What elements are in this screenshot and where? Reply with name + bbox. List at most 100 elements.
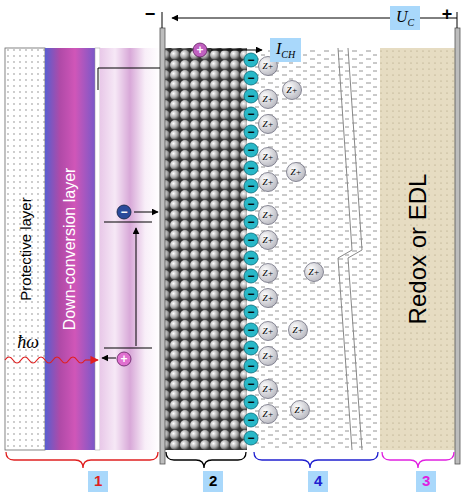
- charge-circle: [244, 251, 258, 265]
- surface-charge: −: [247, 377, 254, 391]
- cation: Z+: [292, 326, 303, 335]
- charge-circle: [244, 341, 258, 355]
- charge-circle: [259, 231, 278, 250]
- photon-energy: ħω: [17, 333, 39, 351]
- charge-circle: [259, 380, 278, 399]
- surface-charge: −: [247, 197, 254, 211]
- charge-circle: [244, 269, 258, 283]
- charge-circle: [259, 405, 278, 424]
- charge-circle: [287, 163, 306, 182]
- charge-circle: [244, 197, 258, 211]
- callout-number: 3: [416, 471, 436, 492]
- charge-circle: [193, 43, 207, 57]
- cation: Z+: [262, 211, 273, 220]
- charge-circle: [244, 71, 258, 85]
- charge-circle: [244, 233, 258, 247]
- current-label-box: ICH: [270, 38, 301, 62]
- surface-charge: −: [247, 269, 254, 283]
- charge-circle: [244, 107, 258, 121]
- cation: Z+: [262, 327, 273, 336]
- cation: Z+: [262, 62, 273, 71]
- cation: Z+: [290, 168, 301, 177]
- charge-circle: [259, 115, 278, 134]
- callout-number: 4: [308, 471, 328, 492]
- cation: Z+: [262, 294, 273, 303]
- layer-name: Protective layer: [17, 197, 34, 300]
- charge-circle: [259, 206, 278, 225]
- charge-circle: [244, 143, 258, 157]
- charge-circle: [244, 377, 258, 391]
- charge-circle: [305, 263, 324, 282]
- charge-circle: [259, 289, 278, 308]
- terminal-sign: +: [442, 4, 453, 25]
- surface-charge: −: [247, 233, 254, 247]
- charge-circle: [244, 215, 258, 229]
- protective-layer: Protective layer: [5, 48, 45, 450]
- charge-circle: [259, 264, 278, 283]
- surface-charge: −: [247, 287, 254, 301]
- cation: Z+: [262, 236, 273, 245]
- surface-charge: −: [247, 53, 254, 67]
- charge-circle: [117, 205, 131, 219]
- charge-circle: [244, 161, 258, 175]
- symbol-subscript: CH: [281, 49, 295, 60]
- cation: Z+: [262, 352, 273, 361]
- surface-charge: −: [247, 161, 254, 175]
- callout-number: 1: [88, 471, 108, 492]
- cation: Z+: [262, 95, 273, 104]
- callout-text: 3: [422, 472, 430, 489]
- charge-circle: [244, 395, 258, 409]
- cation: Z+: [262, 410, 273, 419]
- charge-circle: [244, 413, 258, 427]
- callout-text: 1: [94, 472, 102, 489]
- surface-charge: −: [247, 323, 254, 337]
- layer-name: Redox or EDL: [404, 174, 431, 325]
- charge-circle: [291, 401, 310, 420]
- charge-circle: [117, 352, 131, 366]
- charge-circle: [259, 90, 278, 109]
- electron-symbol: −: [120, 205, 127, 219]
- surface-charge: −: [247, 179, 254, 193]
- cation: Z+: [262, 269, 273, 278]
- charge-circle: [289, 321, 308, 340]
- surface-charge: −: [247, 359, 254, 373]
- cation: Z+: [262, 178, 273, 187]
- charge-circle: [244, 53, 258, 67]
- symbol-letter: U: [396, 8, 408, 25]
- charge-circle: [244, 179, 258, 193]
- surface-charge: −: [247, 89, 254, 103]
- cation: Z+: [262, 385, 273, 394]
- charge-circle: [244, 125, 258, 139]
- cation: Z+: [262, 153, 273, 162]
- surface-charge: −: [247, 71, 254, 85]
- charge-circle: [283, 81, 302, 100]
- charge-circle: [244, 431, 258, 445]
- surface-charge: −: [247, 215, 254, 229]
- charge-circle: [259, 173, 278, 192]
- charge-circle: [244, 305, 258, 319]
- layer-name: Down-conversion layer: [61, 168, 78, 331]
- callout-text: 2: [209, 472, 217, 489]
- symbol-subscript: C: [408, 17, 415, 28]
- symbol-letter: I: [276, 40, 281, 57]
- surface-charge: −: [247, 341, 254, 355]
- charge-circle: [244, 89, 258, 103]
- surface-charge: −: [247, 125, 254, 139]
- charge-circle: [244, 359, 258, 373]
- surface-charge: −: [247, 107, 254, 121]
- surface-charge: −: [247, 251, 254, 265]
- redox-edl-electrode: Redox or EDL: [380, 48, 455, 450]
- cation: Z+: [262, 120, 273, 129]
- charge-circle: [244, 287, 258, 301]
- surface-charge: −: [247, 395, 254, 409]
- charge-circle: [259, 322, 278, 341]
- cation: Z+: [286, 86, 297, 95]
- surface-charge: −: [247, 431, 254, 445]
- surface-charge: −: [247, 143, 254, 157]
- terminal-sign: −: [145, 4, 156, 25]
- surface-charge: −: [247, 305, 254, 319]
- down-conversion-layer: Down-conversion layer: [45, 48, 95, 450]
- charge-carrier: +: [196, 43, 203, 57]
- callout-text: 4: [314, 472, 322, 489]
- charge-circle: [259, 148, 278, 167]
